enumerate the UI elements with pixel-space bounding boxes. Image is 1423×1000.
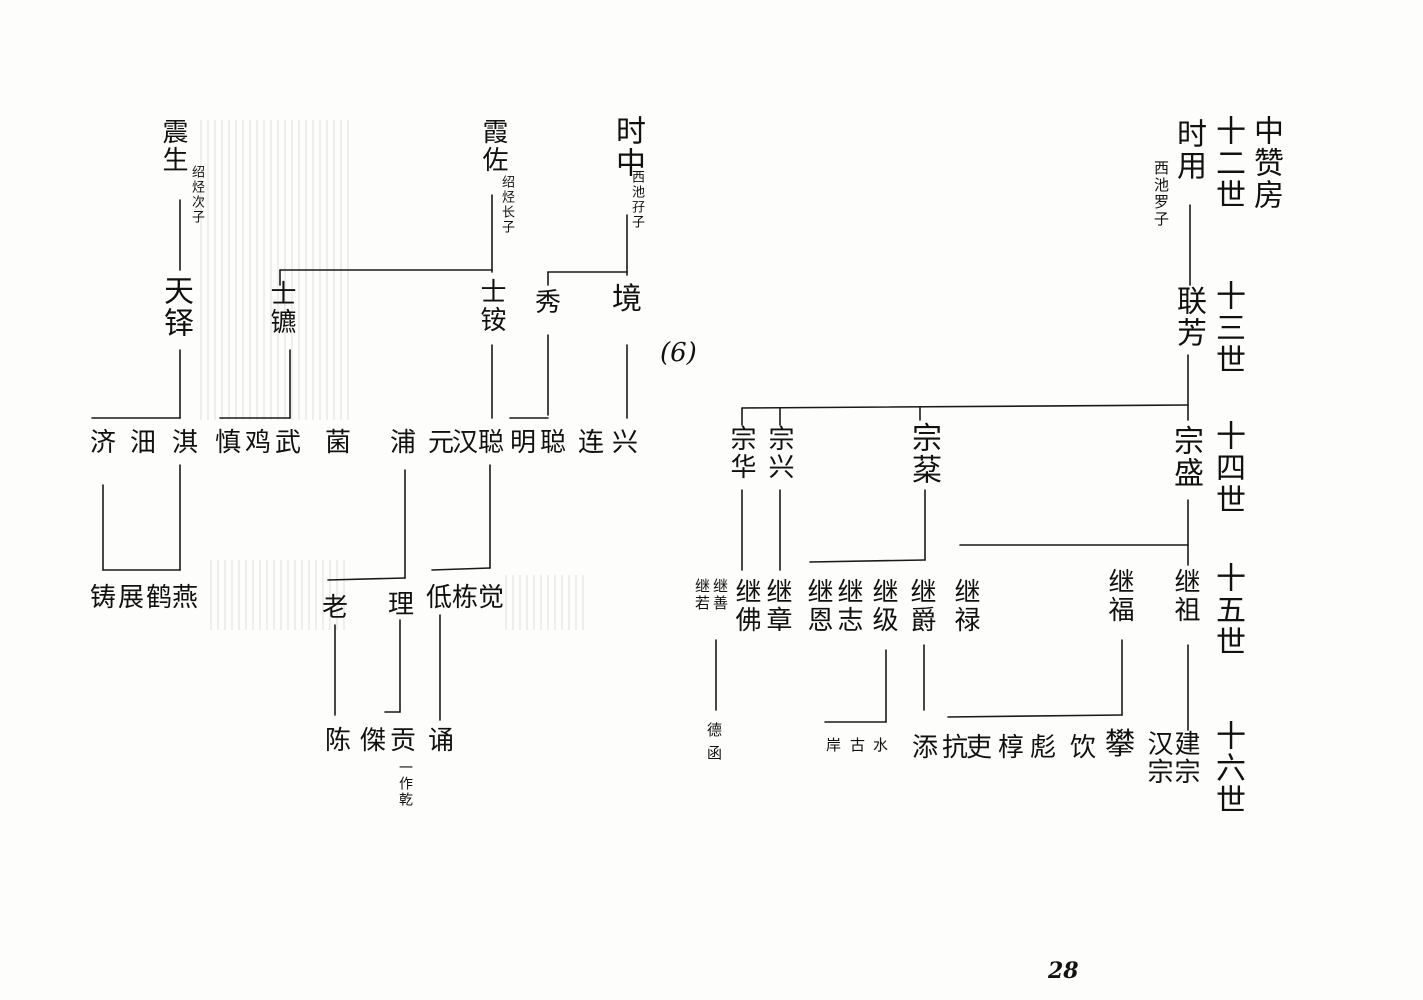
person-gen13: 联芳 bbox=[1171, 285, 1206, 349]
person-gen16: 吏 bbox=[966, 733, 993, 763]
person-gen16: 德 bbox=[705, 722, 723, 739]
person-gen16: 汉宗 bbox=[1143, 730, 1173, 786]
person-gen-e: 诵 bbox=[428, 726, 455, 756]
generation-label-12: 十二世 bbox=[1210, 115, 1245, 211]
person-gen-c: 元 bbox=[428, 428, 455, 458]
person-gen15: 继善 bbox=[711, 578, 729, 612]
generation-label-13: 十三世 bbox=[1210, 280, 1245, 376]
section-mark: (6) bbox=[660, 338, 697, 368]
person-gen-d: 铸 bbox=[90, 583, 117, 613]
person-gen-d: 展 bbox=[118, 583, 145, 613]
generation-label-14: 十四世 bbox=[1210, 420, 1245, 516]
scan-smudge bbox=[200, 120, 350, 420]
person-root: 震生 bbox=[158, 118, 188, 174]
person-gen-c: 汉 bbox=[452, 428, 479, 458]
person-gen15: 继福 bbox=[1104, 568, 1134, 624]
person-gen15: 继章 bbox=[762, 578, 792, 634]
person-gen-e-note: 一作乾 bbox=[397, 760, 413, 808]
person-gen15: 继若 bbox=[693, 578, 711, 612]
person-gen15: 继祖 bbox=[1170, 568, 1200, 624]
person-gen16: 水 bbox=[873, 736, 889, 754]
person-gen-c: 沺 bbox=[130, 428, 157, 458]
person-gen-d: 理 bbox=[388, 590, 415, 620]
generation-label-16: 十六世 bbox=[1210, 720, 1245, 816]
person-gen15: 继恩 bbox=[803, 578, 833, 634]
person-gen14: 宗华 bbox=[726, 425, 756, 481]
person-gen16: 椁 bbox=[998, 733, 1025, 763]
branch-title: 中赞房 bbox=[1248, 115, 1283, 211]
person-root-note: 西池孖子 bbox=[629, 170, 644, 230]
person-gen16: 古 bbox=[850, 736, 866, 754]
person-gen-d: 老 bbox=[322, 593, 349, 623]
person-gen-c: 武 bbox=[275, 428, 302, 458]
person-gen-c: 明 bbox=[510, 428, 537, 458]
person-gen-d: 栋 bbox=[452, 583, 479, 613]
person-gen-c: 淇 bbox=[172, 428, 199, 458]
person-gen-d: 燕 bbox=[172, 583, 199, 613]
scan-smudge bbox=[505, 575, 585, 630]
person-gen16: 岸 bbox=[826, 736, 842, 754]
person-gen-e: 陈 bbox=[325, 726, 352, 756]
person-gen-e: 贡 bbox=[390, 726, 417, 756]
person-root: 时用 bbox=[1171, 118, 1206, 182]
person-gen-c: 聪 bbox=[540, 428, 567, 458]
person-gen15: 继禄 bbox=[950, 578, 980, 634]
person-gen-c: 菌 bbox=[325, 428, 352, 458]
person-gen16: 函 bbox=[705, 745, 723, 762]
person-root: 霞佐 bbox=[478, 118, 508, 174]
person-gen16: 彪 bbox=[1030, 733, 1057, 763]
person-gen-b: 士镳 bbox=[266, 280, 296, 336]
person-gen14: 宗盛 bbox=[1168, 425, 1203, 489]
person-root: 时中 bbox=[610, 115, 645, 179]
person-gen-b: 天铎 bbox=[158, 275, 193, 339]
person-gen-b: 士铵 bbox=[476, 278, 506, 334]
page-number: 28 bbox=[1048, 958, 1079, 984]
person-root-note: 绍烃次子 bbox=[189, 165, 204, 225]
person-root-note: 西池罗子 bbox=[1152, 160, 1170, 228]
person-gen14: 宗兴 bbox=[764, 425, 794, 481]
person-gen-c: 连 bbox=[578, 428, 605, 458]
person-gen-c: 慎 bbox=[215, 428, 242, 458]
person-gen15: 继佛 bbox=[731, 578, 761, 634]
person-gen14: 宗棻 bbox=[906, 422, 941, 486]
generation-label-15: 十五世 bbox=[1210, 562, 1245, 658]
person-gen-e: 傑 bbox=[360, 726, 387, 756]
person-gen-b: 秀 bbox=[535, 288, 562, 318]
person-gen16: 抗 bbox=[942, 733, 969, 763]
scan-smudge bbox=[210, 560, 350, 630]
person-gen-d: 鹤 bbox=[146, 583, 173, 613]
person-gen16: 添 bbox=[912, 733, 939, 763]
person-gen-b: 境 bbox=[612, 282, 642, 317]
person-gen-c: 鸡 bbox=[245, 428, 272, 458]
person-gen16: 饮 bbox=[1070, 733, 1097, 763]
person-gen-d: 低 bbox=[426, 583, 453, 613]
person-gen16: 攀 bbox=[1105, 727, 1135, 762]
person-gen-c: 浦 bbox=[390, 428, 417, 458]
person-gen15: 继级 bbox=[868, 578, 898, 634]
person-gen-c: 兴 bbox=[612, 428, 639, 458]
person-gen15: 继志 bbox=[833, 578, 863, 634]
person-gen-c: 聪 bbox=[478, 428, 505, 458]
person-gen15: 继爵 bbox=[906, 578, 936, 634]
person-gen-d: 觉 bbox=[478, 583, 505, 613]
person-gen16: 建宗 bbox=[1170, 730, 1200, 786]
person-gen-c: 济 bbox=[90, 428, 117, 458]
person-root-note: 绍烃长子 bbox=[499, 175, 514, 235]
